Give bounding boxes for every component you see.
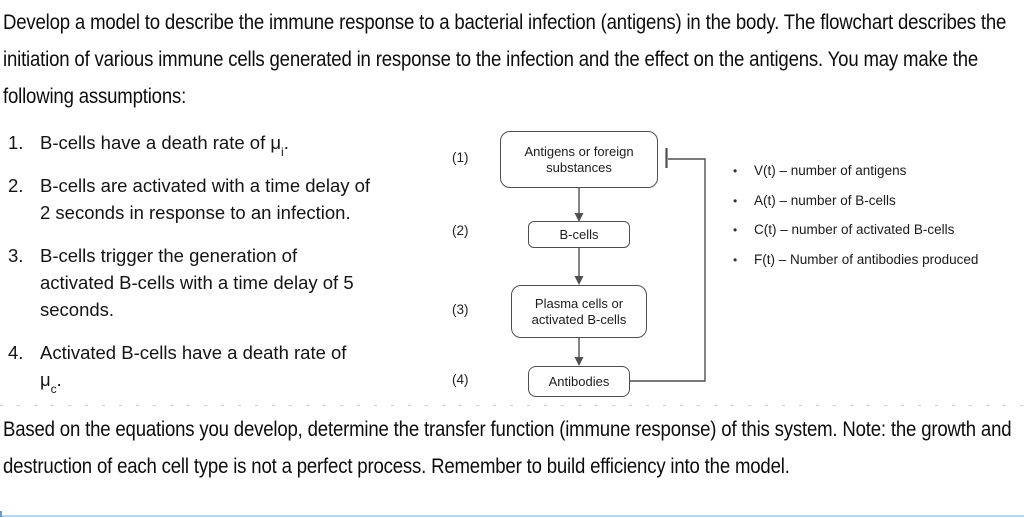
arrow-down-icon [574, 338, 584, 366]
period: . [283, 132, 289, 153]
assumption-item-2: 2. B-cells are activated with a time del… [6, 172, 442, 226]
text-line: seconds. [40, 299, 115, 320]
flow-box-antibodies: Antibodies [528, 366, 630, 397]
bottom-highlight-line [0, 515, 1024, 517]
arrow-down-icon [574, 188, 584, 222]
item-number: 2. [8, 175, 24, 196]
step-number-1: (1) [452, 150, 469, 165]
dotted-separator [0, 405, 1024, 406]
bullet-icon: • [733, 252, 738, 267]
variable-item-a: • A(t) – number of B-cells [733, 193, 1023, 209]
variable-item-c: • C(t) – number of activated B-cells [733, 222, 1023, 238]
variable-item-f: • F(t) – Number of antibodies produced [733, 252, 1023, 268]
conclusion-paragraph: Based on the equations you develop, dete… [3, 418, 1012, 478]
text-line: μc. [40, 366, 442, 396]
variables-list: • V(t) – number of antigens • A(t) – num… [733, 163, 1023, 281]
text-line: B-cells have a death rate of μi. [40, 129, 442, 159]
variable-text: A(t) – number of B-cells [754, 192, 896, 208]
assumption-item-4: 4. Activated B-cells have a death rate o… [6, 339, 442, 396]
text-line: B-cells trigger the generation of [40, 245, 298, 266]
bullet-icon: • [733, 223, 738, 237]
flow-box-plasma-cells: Plasma cells or activated B-cells [511, 285, 647, 338]
step-number-4: (4) [452, 372, 469, 387]
intro-paragraph: Develop a model to describe the immune r… [3, 11, 1007, 108]
item-text: Activated B-cells have a death rate of μ… [40, 339, 442, 396]
assumptions-list: 1. B-cells have a death rate of μi. 2. B… [6, 129, 442, 409]
item-number: 4. [8, 342, 24, 363]
bullet-icon: • [733, 193, 738, 208]
mu-subscript-c: c [50, 381, 57, 396]
item-number: 1. [8, 132, 24, 153]
death-rate-text: B-cells have a death rate of μ [40, 132, 282, 153]
text-line: Activated B-cells have a death rate of [40, 342, 347, 363]
flowchart: (1) (2) (3) (4) Antigens or foreign subs… [440, 120, 730, 410]
variable-text: V(t) – number of antigens [754, 163, 907, 178]
mu-subscript-i: i [281, 144, 284, 159]
step-number-3: (3) [452, 302, 469, 317]
flow-box-antigens: Antigens or foreign substances [500, 131, 658, 188]
assumption-item-1: 1. B-cells have a death rate of μi. [6, 129, 442, 159]
bullet-icon: • [733, 164, 738, 178]
text-line: 2 seconds in response to an infection. [40, 202, 351, 223]
item-number: 3. [8, 245, 24, 266]
variable-text: F(t) – Number of antibodies produced [754, 251, 979, 267]
text-line: B-cells are activated with a time delay … [40, 175, 371, 196]
mu-symbol: μ [40, 369, 51, 390]
item-text: B-cells are activated with a time delay … [40, 172, 442, 226]
arrow-down-icon [574, 248, 584, 285]
item-text: B-cells have a death rate of μi. [40, 129, 442, 159]
variable-item-v: • V(t) – number of antigens [733, 163, 1023, 179]
step-number-2: (2) [452, 223, 469, 238]
feedback-line [630, 158, 706, 382]
flow-box-b-cells: B-cells [528, 221, 630, 248]
text-line: activated B-cells with a time delay of 5 [40, 272, 354, 293]
period: . [56, 369, 62, 390]
bottom-left-tick [0, 511, 2, 517]
item-text: B-cells trigger the generation of activa… [40, 242, 442, 323]
variable-text: C(t) – number of activated B-cells [754, 222, 955, 237]
assumption-item-3: 3. B-cells trigger the generation of act… [6, 242, 442, 323]
